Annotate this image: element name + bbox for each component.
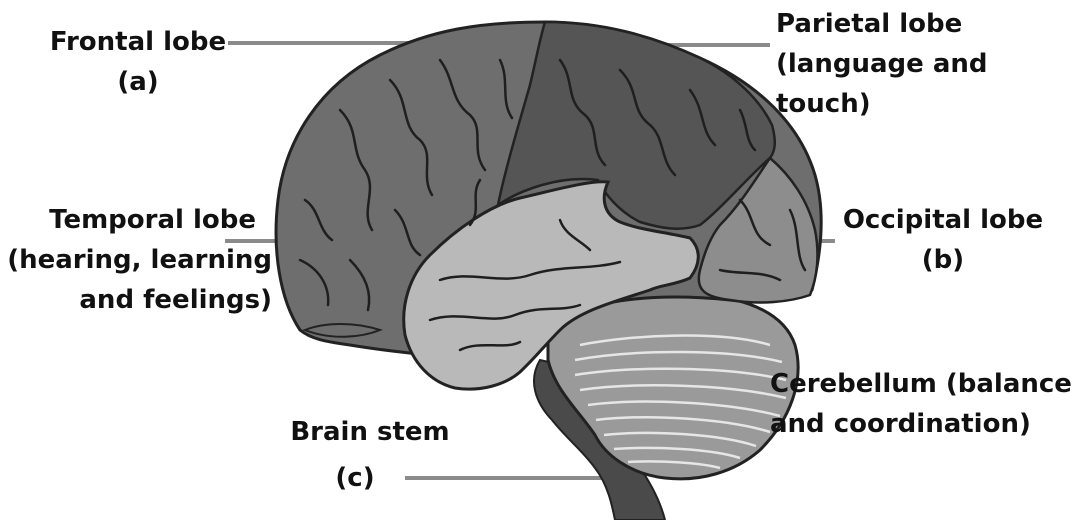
brain-folds — [298, 58, 807, 352]
temporal-lobe-line1: Temporal lobe — [49, 205, 256, 235]
temporal-tip-fold — [302, 323, 383, 338]
parietal-lobe-line1: Parietal lobe — [776, 9, 963, 39]
occipital-lobe-tag: (b) — [921, 245, 965, 275]
parietal-lobe-line3: touch) — [776, 89, 871, 119]
cerebellum-region — [546, 292, 800, 481]
frontal-lobe-label: Frontal lobe (a) — [48, 22, 228, 102]
temporal-lobe-line3: and feelings) — [79, 285, 272, 315]
brain-stem-tag: (c) — [335, 463, 375, 493]
cerebellum-label: Cerebellum (balance and coordination) — [770, 364, 1072, 444]
occipital-lobe-name: Occipital lobe — [842, 205, 1044, 235]
occipital-lobe-label: Occipital lobe (b) — [828, 200, 1058, 280]
cerebellum-line2: and coordination) — [770, 409, 1031, 439]
temporal-lobe-line2: (hearing, learning — [7, 245, 272, 275]
frontal-lobe-name: Frontal lobe — [49, 27, 227, 57]
cerebellum-line1: Cerebellum (balance — [770, 369, 1072, 399]
parietal-lobe-label: Parietal lobe (language and touch) — [776, 4, 987, 124]
brain-stem-label: Brain stem (c) — [270, 412, 470, 498]
temporal-lobe-label: Temporal lobe (hearing, learning and fee… — [0, 200, 272, 320]
parietal-lobe-line2: (language and — [776, 49, 988, 79]
brain-stem-name: Brain stem — [290, 417, 450, 447]
temporal-lobe-region — [402, 180, 700, 391]
occipital-lobe-region — [697, 156, 819, 304]
frontal-lobe-tag: (a) — [117, 67, 159, 97]
